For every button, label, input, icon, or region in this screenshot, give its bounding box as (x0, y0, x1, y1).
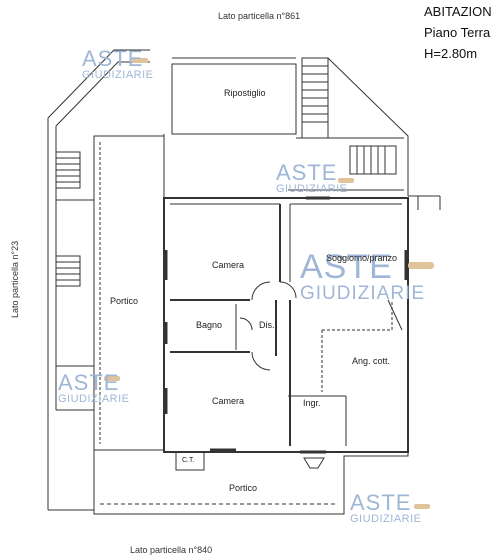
watermark-word1: ASTE (82, 46, 144, 71)
room-label-ingr: Ingr. (303, 398, 321, 408)
watermark-logo: ASTE GIUDIZIARIE (276, 162, 348, 195)
ct-box (175, 451, 205, 471)
room-label-ang-cott: Ang. cott. (352, 356, 391, 366)
watermark-logo: ASTE GIUDIZIARIE (58, 372, 130, 405)
house-outer-wall (163, 197, 409, 453)
watermark-word2: GIUDIZIARIE (350, 513, 422, 525)
kitchen-partition (322, 300, 393, 331)
watermark-word2: GIUDIZIARIE (58, 393, 130, 405)
entrance-steps (303, 457, 325, 469)
floor-label: Piano Terra (424, 25, 491, 40)
room-label-camera-bottom: Camera (212, 396, 245, 406)
watermark-logo: ASTE GIUDIZIARIE (82, 48, 154, 81)
watermark-word1: ASTE (350, 490, 412, 515)
room-label-portico-west: Portico (110, 296, 139, 306)
room-label-bagno: Bagno (196, 320, 223, 330)
door-swing-dis (251, 281, 271, 301)
watermark-word1: ASTE (276, 160, 338, 185)
room-label-ct: C.T. (182, 457, 195, 464)
north-west-diagonal-boundary (47, 49, 150, 119)
height-label: H=2.80m (424, 46, 478, 61)
room-label-camera-top: Camera (212, 260, 245, 270)
south-boundary-label: Lato particella n°840 (130, 545, 213, 555)
room-label-dis: Dis. (259, 320, 275, 330)
room-label-portico-south: Portico (229, 483, 258, 493)
watermark-word2: GIUDIZIARIE (82, 69, 154, 81)
watermark-logo: ASTE GIUDIZIARIE (350, 492, 422, 525)
room-label-ripostiglio: Ripostiglio (224, 88, 266, 98)
watermark-hammers (104, 58, 434, 509)
west-boundary-label: Lato particella n°23 (10, 240, 20, 318)
ripostiglio-room (171, 63, 297, 135)
north-boundary-label: Lato particella n°861 (218, 11, 301, 21)
room-label-soggiorno: Soggiorno/pranzo (326, 253, 398, 263)
watermark-word2: GIUDIZIARIE (300, 283, 426, 304)
watermark-logo: ASTE GIUDIZIARIE (300, 250, 425, 303)
watermark-word2: GIUDIZIARIE (276, 183, 348, 195)
east-stair (349, 145, 397, 175)
plan-title: ABITAZION (424, 4, 492, 19)
watermark-word1: ASTE (300, 248, 393, 286)
west-stair-b (55, 255, 81, 287)
watermark-word1: ASTE (58, 370, 120, 395)
